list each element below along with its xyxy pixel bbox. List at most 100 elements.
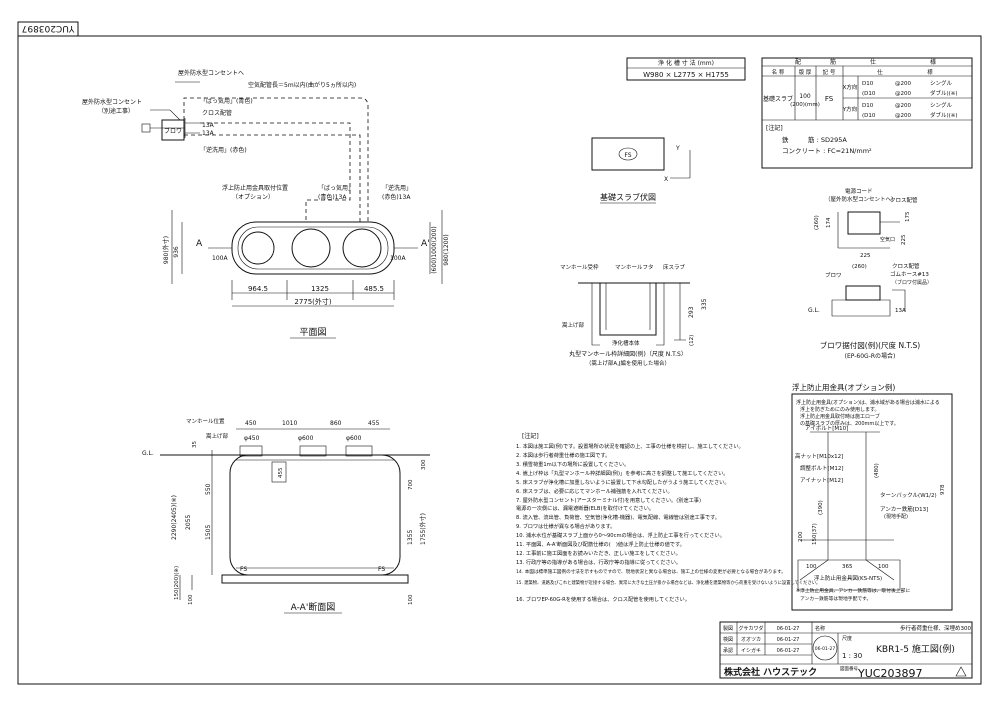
anchor-anchor2: (現地手配) xyxy=(884,513,908,520)
sec-d1010: 1010 xyxy=(282,420,297,427)
anchor-inut: アイナット[M12] xyxy=(800,477,843,484)
manhole-2 xyxy=(291,228,331,268)
spec-cell: (D10 xyxy=(862,91,876,97)
size-table-frame xyxy=(626,57,746,81)
dim-980: 980(外寸) xyxy=(162,236,170,264)
sec-d2055: 2055 xyxy=(185,515,192,530)
spec-cell: @200 xyxy=(895,91,911,97)
bl-title: ブロワ据付図(例)(尺度 N.T.S) xyxy=(820,340,920,350)
label-cross: クロス配管 xyxy=(202,109,232,117)
spec-note-title: [注記] xyxy=(766,124,783,132)
plan-dims-right xyxy=(429,210,443,284)
sec-phi450: φ450 xyxy=(244,435,260,442)
manhole-raise-2 xyxy=(299,445,327,457)
tb-r3-0: 承認 xyxy=(723,647,733,654)
mh-sub: （嵩上げ部A,J編を使用した場合） xyxy=(586,359,670,367)
air-pipe-cross xyxy=(200,122,351,222)
size-value: W980 × L2775 × H1755 xyxy=(643,71,729,79)
manhole-1 xyxy=(241,231,275,265)
spec-head-3: 仕 xyxy=(870,58,876,66)
sec-fs2: FS xyxy=(378,566,385,573)
sec-d550: 550 xyxy=(205,483,212,495)
sec-fs1: FS xyxy=(240,566,247,573)
label-aeration: 「ばっ気用」(青色) xyxy=(200,97,253,105)
label-anchor-pos: 浮上防止用金具取付位置 xyxy=(222,184,288,192)
sec-raise: 嵩上げ部 xyxy=(206,432,229,440)
notes: [注記] 1. 本図は施工図(例)です。設置場所の状況を確認の上、工事の仕様を検… xyxy=(516,432,820,603)
manhole-frame xyxy=(599,282,657,336)
title-block-frame xyxy=(719,621,973,679)
blower-piping xyxy=(150,118,200,138)
slab-title: 基礎スラブ伏図 xyxy=(600,192,656,202)
mh-l2: マンホールフタ xyxy=(615,263,654,271)
sec-d100: 100 xyxy=(188,594,194,605)
anchor-note6: アンカー鉄筋等は現地手配です。 xyxy=(800,595,871,602)
spec-col-spec1: 仕 xyxy=(877,68,883,76)
sec-d455: 455 xyxy=(368,420,380,427)
anchor-note4: の基礎スラブの厚みは、200mm以上です。 xyxy=(800,420,899,427)
sec-d1755: 1755(外寸) xyxy=(419,513,427,545)
manhole-3 xyxy=(342,228,382,268)
spec-name: 基礎スラブ xyxy=(763,95,793,103)
anchor-d100b: 100 xyxy=(878,564,889,570)
blower-figure: 電源コード （屋外防水型コンセントへ） クロス配管 空気口 (260) 174 … xyxy=(808,187,932,360)
note-8: 8. 流入管、流出管、負荷管、空気管(浄化槽-機器)、電気配線、電線管は別途工事… xyxy=(516,513,720,521)
label-backwash: 「逆洗用」(赤色) xyxy=(200,146,247,154)
slab-rect xyxy=(591,137,665,171)
bl-cross: クロス配管 xyxy=(890,196,918,204)
anchor-eye: アイボルト[M10] xyxy=(805,424,848,432)
note-5: 5. 床スラブが浄化槽に加重しないように設置して下水勾配したがうよう施工してくだ… xyxy=(516,478,730,486)
sec-d450a: 450 xyxy=(245,420,257,427)
mh-d3: (12) xyxy=(689,335,695,346)
tb-r2-1: オオツカ xyxy=(741,637,761,643)
spec-col-thick: 版 厚 xyxy=(799,68,812,76)
plan-dims xyxy=(171,210,395,307)
spec-cell: D10 xyxy=(862,81,874,87)
bl-a13: 13A xyxy=(895,308,906,314)
bl-cross2: クロス配管 xyxy=(892,262,920,270)
spec-x: X方向 xyxy=(843,83,858,91)
tank-body-section xyxy=(229,454,401,576)
anchor-d200: 200 xyxy=(798,531,804,542)
note-3: 3. 積雪荷重1m以下の場所に設置してください。 xyxy=(516,460,629,468)
anchor-note1: 浮上防止用金具(オプション)は、浦水域がある場合は浦水による xyxy=(796,399,940,406)
mh-l1: マンホール受枠 xyxy=(560,263,599,271)
note-2: 2. 本図は歩行者荷重仕様の施工図です。 xyxy=(516,451,610,459)
anchor-caption: 浮上防止用金具図(KS-NTS) xyxy=(814,574,882,582)
dim-2775: 2775(外寸) xyxy=(294,297,332,306)
anchor-d365: 365 xyxy=(842,564,853,570)
warning-icon xyxy=(955,666,967,677)
label-pipe1: 13A xyxy=(202,122,215,129)
mh-l4: 嵩上げ部 xyxy=(562,321,585,329)
tb-spec: 歩行者荷重仕様、深埋め300 xyxy=(900,624,971,632)
anchor-title: 浮上防止用金具(オプション例) xyxy=(792,382,895,392)
note-6: 6. 床スラブは、必要に応じてマンホール補強筋を入れてください。 xyxy=(516,487,673,495)
mh-d2: 335 xyxy=(701,298,708,310)
label-back2: 「逆洗用」 xyxy=(382,184,412,192)
spec-cell: @200 xyxy=(895,113,911,119)
tank-inner-plan xyxy=(237,226,389,270)
spec-mark: FS xyxy=(825,95,834,103)
mh-l3: 床スラブ xyxy=(663,263,686,271)
blower-side xyxy=(845,285,881,301)
bl-d225b: 225 xyxy=(860,253,871,259)
anchor-note5: ※浮上防止用金具、アンカー鉄筋等は、取付後上部に xyxy=(796,587,910,594)
blower-label: ブロワ xyxy=(164,127,182,135)
inner-pipe xyxy=(271,461,287,483)
manhole-detail: マンホール受枠 マンホールフタ 床スラブ 嵩上げ部 浄化槽本体 293 335 … xyxy=(560,263,708,367)
bl-sub: (EP-60G-Rの場合) xyxy=(845,352,896,360)
size-header: 浄 化 槽 寸 法 (mm) xyxy=(658,59,714,67)
dim-1325: 1325 xyxy=(311,285,329,293)
sec-mh: マンホール位置 xyxy=(186,417,225,425)
spec-col-name: 名 称 xyxy=(772,68,785,76)
sec-d100b: 100 xyxy=(408,594,414,605)
mh-l5: 浄化槽本体 xyxy=(612,339,640,347)
anchor-adj: 調整ボルト[M12] xyxy=(800,464,844,472)
anchor-frame xyxy=(791,393,953,611)
spec-rebar: 鉄 筋 : SD295A xyxy=(782,135,847,144)
note-14: 14. 本図は標準施工図例の寸法を示すものですので、現地状況と異なる場合は、施工… xyxy=(516,568,786,575)
note-13: 13. 行政庁等の指導がある場合は、行政庁等の指導に従ってください。 xyxy=(516,558,681,566)
spec-head-4: 様 xyxy=(930,58,936,66)
anchor-detail: 浮上防止用金具(オプション例) 浮上防止用金具(オプション)は、浦水域がある場合… xyxy=(791,382,953,611)
bl-gl: G.L. xyxy=(808,307,820,314)
